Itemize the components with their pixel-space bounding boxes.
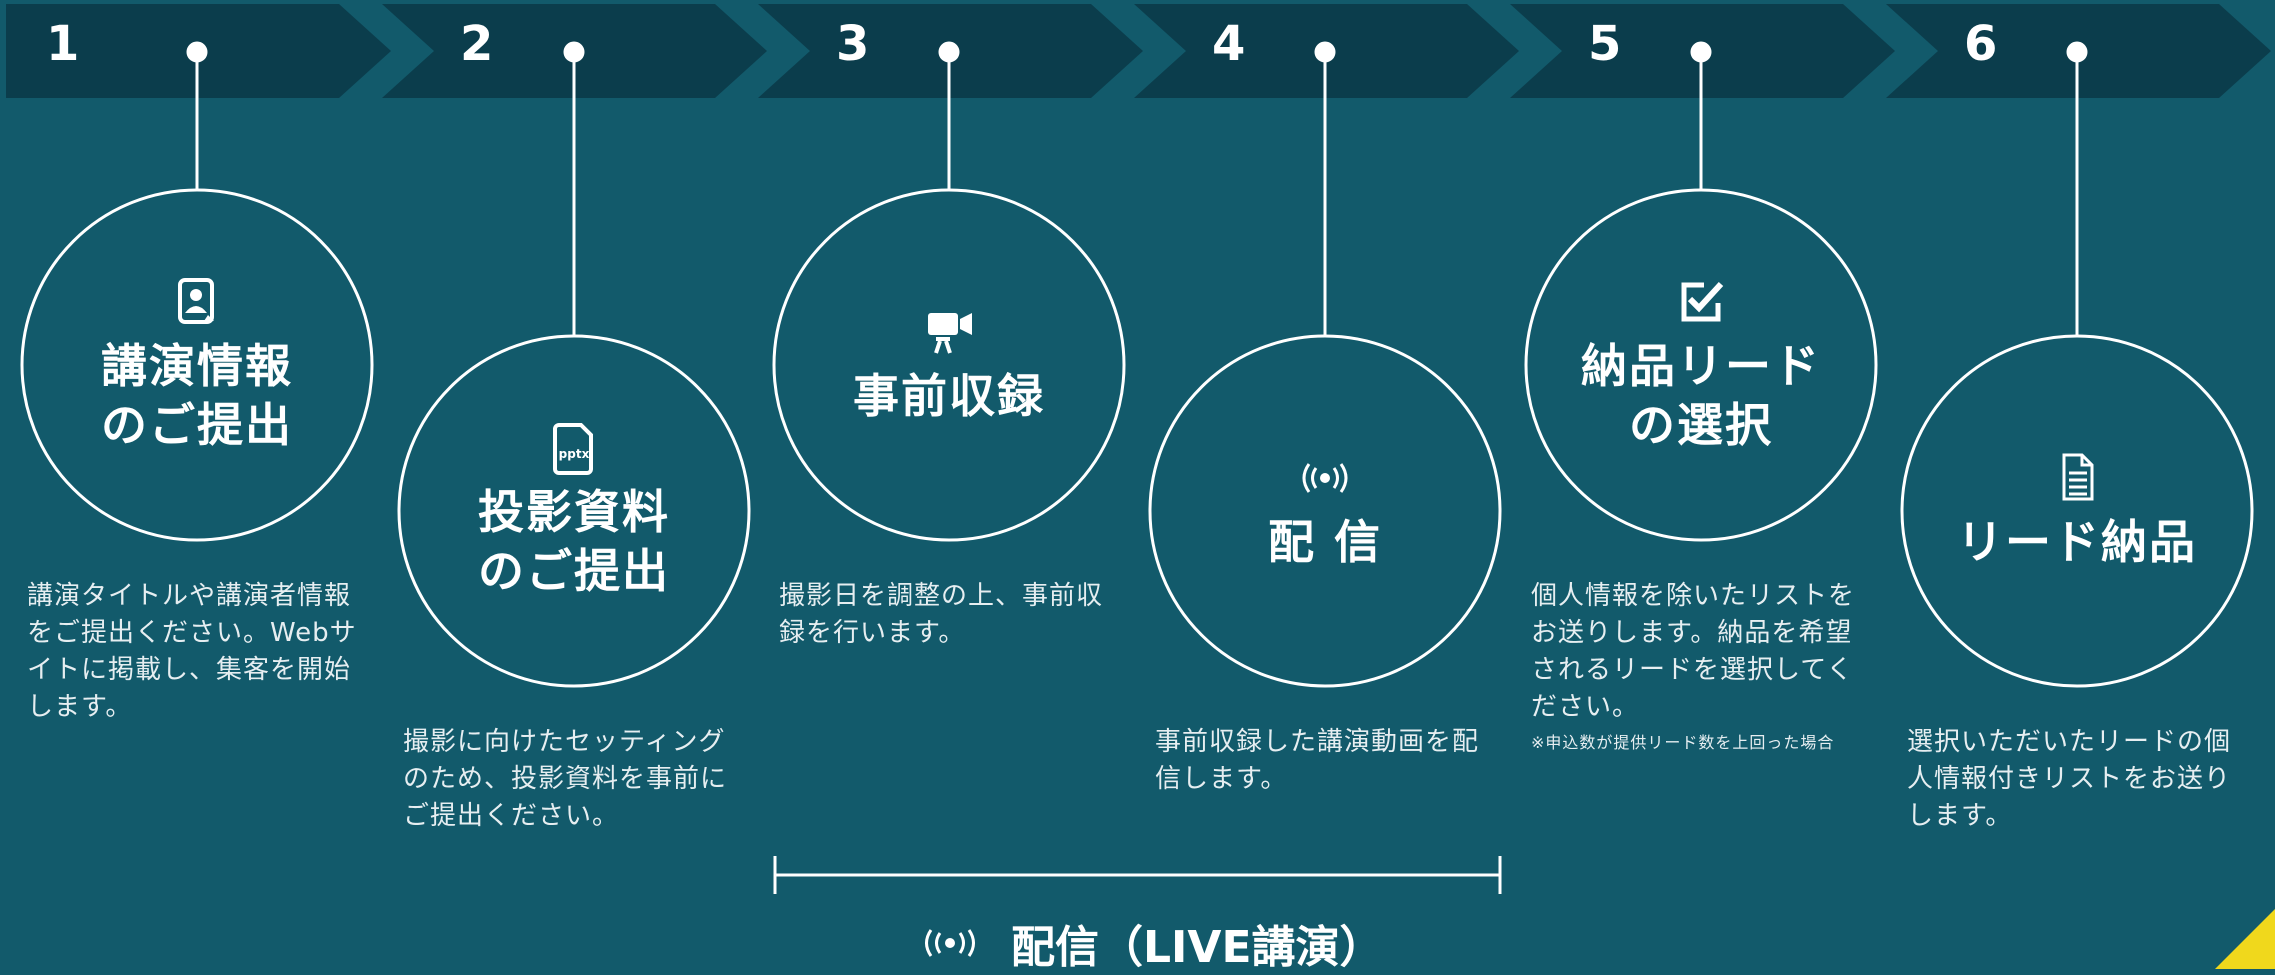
checkbox-icon [1674, 275, 1728, 329]
step-circle: pptx 投影資料 のご提出 [398, 335, 750, 687]
step-description: 講演タイトルや講演者情報をご提出ください。Webサイトに掲載し、集客を開始します… [27, 581, 357, 722]
step-circle-outline [1524, 188, 1878, 542]
step-circle: リード納品 [1901, 335, 2253, 687]
profile-document-icon [170, 275, 224, 329]
step-title: 事前収録 [853, 368, 1045, 423]
step-circle-outline [1148, 334, 1502, 688]
step-number: 5 [1588, 16, 1622, 72]
step-circle-outline [772, 188, 1126, 542]
pptx-file-icon: pptx [547, 421, 601, 476]
step-circle: 配 信 [1149, 335, 1501, 687]
step-circle-outline [1900, 334, 2254, 688]
step-description: 撮影に向けたセッティングのため、投影資料を事前にご提出ください。 [403, 727, 728, 831]
step-number: 3 [836, 16, 870, 72]
step-footnote: ※申込数が提供リード数を上回った場合 [1531, 732, 1835, 752]
step-number: 6 [1964, 16, 1998, 72]
step-circle-outline [397, 334, 751, 688]
corner-accent [2215, 909, 2275, 969]
step-title: 講演情報 のご提出 [101, 339, 293, 452]
live-bracket [773, 856, 1502, 894]
step-description: 撮影日を調整の上、事前収録を行います。 [779, 581, 1104, 648]
step-title: 投影資料 のご提出 [478, 485, 670, 598]
live-label: 配信（LIVE講演） [917, 918, 1384, 973]
live-title: 配信（LIVE講演） [1011, 922, 1384, 973]
step-number: 1 [46, 16, 80, 72]
step-circle: 事前収録 [773, 189, 1125, 541]
step-circle: 講演情報 のご提出 [21, 189, 373, 541]
step-title: 納品リード の選択 [1581, 339, 1821, 452]
step-title: リード納品 [1957, 514, 2197, 569]
broadcast-icon [917, 928, 983, 958]
step-description-text: 個人情報を除いたリストをお送りします。納品を希望されるリードを選択してください。 [1531, 581, 1856, 722]
step-title: 配 信 [1267, 514, 1382, 569]
step-circle-outline [20, 188, 374, 542]
broadcast-icon [1298, 451, 1352, 505]
svg-text:pptx: pptx [559, 447, 590, 461]
step-description: 個人情報を除いたリストをお送りします。納品を希望されるリードを選択してください。… [1531, 578, 1876, 755]
step-number: 4 [1212, 16, 1246, 72]
step-description: 選択いただいたリードの個人情報付きリストをお送りします。 [1907, 727, 2232, 831]
video-camera-icon [922, 305, 976, 359]
step-circle: 納品リード の選択 [1525, 189, 1877, 541]
step-description: 事前収録した講演動画を配信します。 [1155, 727, 1480, 794]
document-list-icon [2050, 451, 2104, 505]
step-number: 2 [460, 16, 494, 72]
